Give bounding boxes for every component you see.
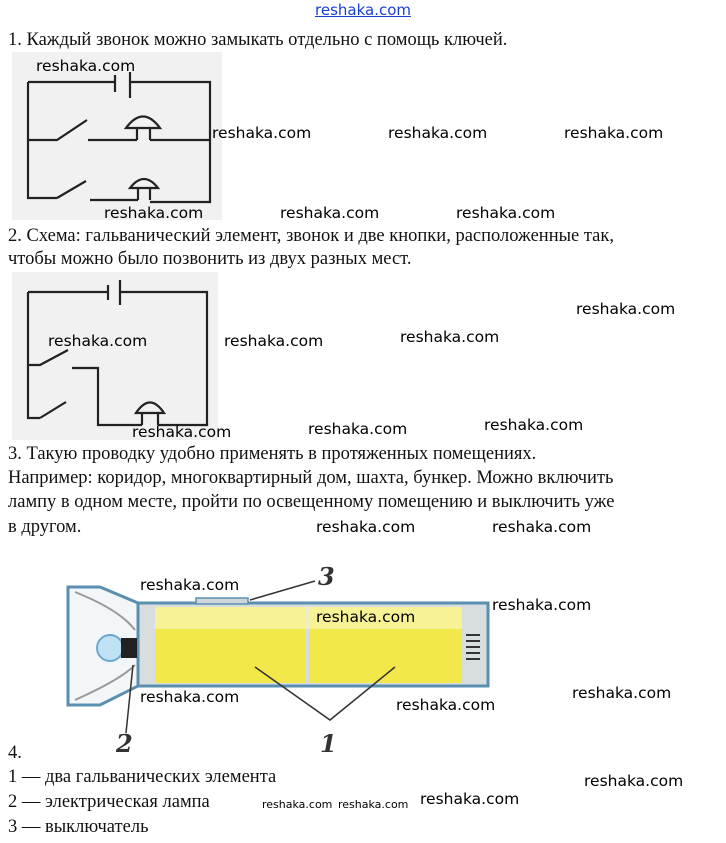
answer-2-text-line2: чтобы можно было позвонить из двух разны… bbox=[8, 249, 412, 269]
watermark: reshaka.com bbox=[584, 772, 684, 790]
watermark: reshaka.com bbox=[262, 798, 333, 811]
circuit-diagram-2 bbox=[12, 272, 218, 440]
flashlight-diagram: 3 2 1 bbox=[66, 562, 490, 758]
watermark: reshaka.com bbox=[492, 596, 592, 614]
watermark: reshaka.com bbox=[224, 332, 324, 350]
watermark: reshaka.com bbox=[36, 57, 136, 75]
label-switch: 3 bbox=[318, 562, 335, 591]
watermark: reshaka.com bbox=[456, 204, 556, 222]
watermark: reshaka.com bbox=[212, 124, 312, 142]
legend-item-3: 3 — выключатель bbox=[8, 817, 149, 837]
watermark: reshaka.com bbox=[492, 518, 592, 536]
answer-4-heading: 4. bbox=[8, 743, 22, 763]
watermark: reshaka.com bbox=[280, 204, 380, 222]
watermark: reshaka.com bbox=[564, 124, 664, 142]
watermark: reshaka.com bbox=[48, 332, 148, 350]
label-lamp: 2 bbox=[115, 729, 133, 758]
watermark: reshaka.com bbox=[104, 204, 204, 222]
watermark: reshaka.com bbox=[140, 688, 240, 706]
answer-3-text-line4: в другом. bbox=[8, 517, 82, 537]
watermark: reshaka.com bbox=[308, 420, 408, 438]
watermark: reshaka.com bbox=[576, 300, 676, 318]
legend-item-2: 2 — электрическая лампа bbox=[8, 792, 210, 812]
answer-3-text-line3: лампу в одном месте, пройти по освещенно… bbox=[8, 492, 615, 512]
watermark: reshaka.com bbox=[338, 798, 409, 811]
answer-2-text-line1: 2. Схема: гальванический элемент, звонок… bbox=[8, 226, 615, 246]
watermark: reshaka.com bbox=[484, 416, 584, 434]
watermark: reshaka.com bbox=[140, 576, 240, 594]
circuit-diagram-1 bbox=[12, 52, 222, 220]
watermark: reshaka.com bbox=[316, 608, 416, 626]
watermark: reshaka.com bbox=[572, 684, 672, 702]
header-link[interactable]: reshaka.com bbox=[315, 1, 411, 19]
legend-item-1: 1 — два гальванических элемента bbox=[8, 767, 277, 787]
watermark: reshaka.com bbox=[400, 328, 500, 346]
answer-3-text-line2: Например: коридор, многоквартирный дом, … bbox=[8, 468, 614, 488]
watermark: reshaka.com bbox=[396, 696, 496, 714]
answer-1-text: 1. Каждый звонок можно замыкать отдельно… bbox=[8, 30, 508, 50]
watermark: reshaka.com bbox=[316, 518, 416, 536]
answer-3-text-line1: 3. Такую проводку удобно применять в про… bbox=[8, 444, 537, 464]
watermark: reshaka.com bbox=[388, 124, 488, 142]
watermark: reshaka.com bbox=[132, 423, 232, 441]
watermark: reshaka.com bbox=[420, 790, 520, 808]
label-cells: 1 bbox=[320, 729, 337, 758]
